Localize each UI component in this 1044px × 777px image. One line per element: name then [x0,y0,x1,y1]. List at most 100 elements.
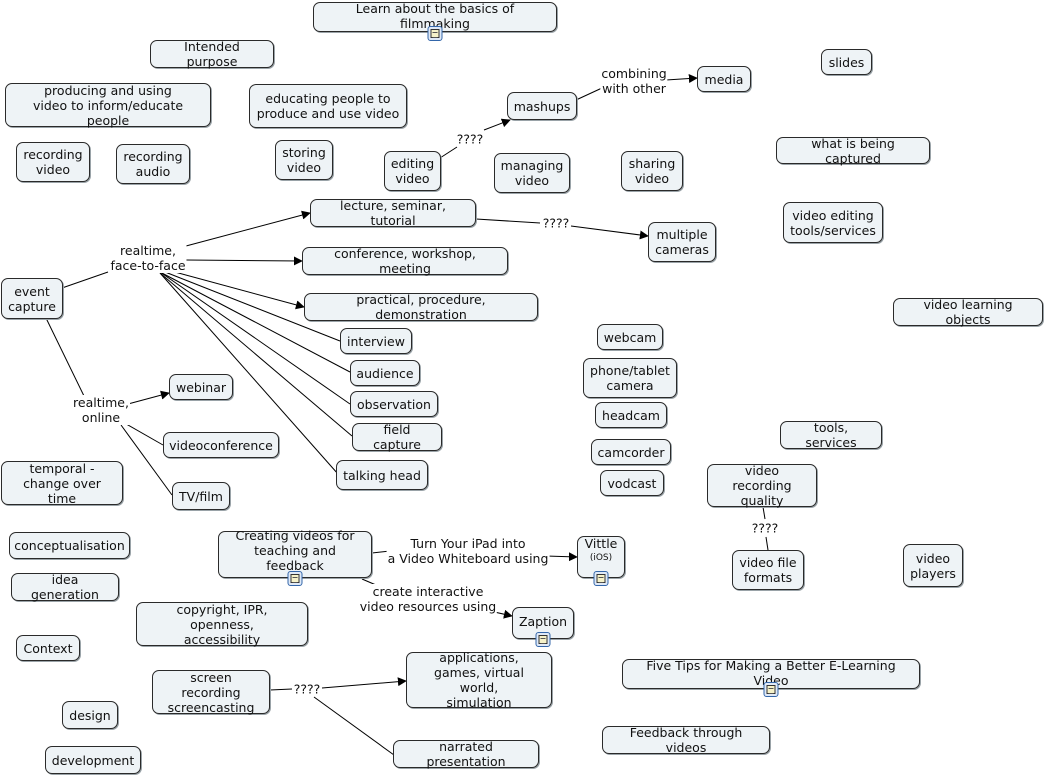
slides-node[interactable]: slides [821,49,872,75]
five-tips-node[interactable]: Five Tips for Making a Better E-Learning… [622,658,920,689]
vittle-node[interactable]: Vittle (iOS) [577,536,625,578]
practical-procedure-demonstration-node[interactable]: practical, procedure, demonstration [304,292,538,322]
node-label: video players [910,550,956,581]
node-label: webinar [175,379,227,395]
mashups-node[interactable]: mashups [507,92,577,120]
observation-node[interactable]: observation [350,391,438,417]
link-label-realtime-online: realtime, online [72,395,130,425]
narrated-presentation-node[interactable]: narrated presentation [393,739,539,769]
link-label-combining-with-other: combining with other [600,66,668,96]
recording-video-node[interactable]: recording video [16,142,90,182]
temporal-change-node[interactable]: temporal - change over time [1,461,123,506]
node-label: talking head [343,467,421,483]
node-label: observation [357,396,431,412]
audience-node[interactable]: audience [350,360,420,386]
phone-tablet-camera-node[interactable]: phone/tablet camera [583,358,677,398]
context-node[interactable]: Context [16,635,80,661]
interview-node[interactable]: interview [340,328,412,354]
video-learning-objects-node[interactable]: video learning objects [893,297,1043,327]
node-label: Vittle [584,536,618,551]
copyright-ipr-node[interactable]: copyright, IPR, openness, accessibility [136,602,308,647]
link-label-unknown-screen: ???? [292,681,322,697]
node-label: video file formats [739,555,797,585]
video-recording-quality-node[interactable]: video recording quality [707,463,817,508]
node-label: sharing video [628,156,676,186]
node-label: video recording quality [732,463,792,508]
development-node[interactable]: development [45,746,141,774]
node-label: Zaption [518,613,568,629]
media-node[interactable]: media [697,66,751,92]
node-label: field capture [373,422,421,452]
producing-using-video-node[interactable]: producing and using video to inform/educ… [5,83,211,128]
link-label-turn-ipad: Turn Your iPad into a Video Whiteboard u… [386,536,550,566]
editing-video-node[interactable]: editing video [384,151,441,191]
node-label: editing video [390,156,435,186]
camcorder-node[interactable]: camcorder [591,439,671,465]
node-label: camcorder [597,444,665,460]
node-label: Intended purpose [184,39,240,69]
node-label: educating people to produce and use vide… [256,91,400,121]
node-label: video editing tools/services [790,207,876,238]
resource-document-icon[interactable] [535,632,551,647]
link-label-unknown-lecture: ???? [541,215,571,231]
webcam-node[interactable]: webcam [597,324,663,350]
link-label-unknown-editing: ???? [455,131,485,147]
node-label: managing video [500,158,564,188]
sharing-video-node[interactable]: sharing video [621,151,683,191]
recording-audio-node[interactable]: recording audio [116,144,190,184]
video-editing-tools-node[interactable]: video editing tools/services [783,202,883,243]
conceptualisation-node[interactable]: conceptualisation [9,532,130,559]
webinar-node[interactable]: webinar [169,374,233,400]
resource-document-icon[interactable] [287,571,303,586]
node-label: Context [23,640,73,656]
headcam-node[interactable]: headcam [595,402,667,428]
tv-film-node[interactable]: TV/film [172,482,230,510]
node-label: Five Tips for Making a Better E-Learning… [646,658,896,688]
node-label: multiple cameras [655,227,709,257]
videoconference-node[interactable]: videoconference [163,432,279,458]
tools-services-node[interactable]: tools, services [780,420,882,450]
vodcast-node[interactable]: vodcast [600,470,664,496]
node-label: phone/tablet camera [590,363,670,393]
node-label: applications, games, virtual world, simu… [434,650,524,710]
conference-workshop-meeting-node[interactable]: conference, workshop, meeting [302,246,508,276]
educating-people-node[interactable]: educating people to produce and use vide… [249,84,407,128]
node-label: webcam [603,329,657,345]
event-capture-node[interactable]: event capture [1,278,63,319]
resource-document-icon[interactable] [763,682,779,697]
resource-document-icon[interactable] [593,571,609,586]
storing-video-node[interactable]: storing video [275,140,333,180]
multiple-cameras-node[interactable]: multiple cameras [648,222,716,262]
managing-video-node[interactable]: managing video [494,153,570,193]
node-label: videoconference [169,437,273,453]
node-label: lecture, seminar, tutorial [340,198,446,228]
node-label: storing video [282,145,326,175]
screen-recording-node[interactable]: screen recording screencasting [152,669,270,715]
video-players-node[interactable]: video players [903,544,963,587]
what-is-being-captured-node[interactable]: what is being captured [776,135,930,166]
node-label: Creating videos for teaching and feedbac… [235,528,355,573]
node-label: what is being captured [811,135,895,166]
video-file-formats-node[interactable]: video file formats [732,550,804,590]
idea-generation-node[interactable]: idea generation [11,572,119,602]
resource-document-icon[interactable] [427,26,443,41]
field-capture-node[interactable]: field capture [352,422,442,452]
link-label-realtime-face-to-face: realtime, face-to-face [109,243,187,273]
creating-videos-node[interactable]: Creating videos for teaching and feedbac… [218,528,372,578]
node-label: design [69,707,111,723]
node-label: interview [347,333,405,349]
lecture-seminar-tutorial-node[interactable]: lecture, seminar, tutorial [310,198,476,228]
applications-games-node[interactable]: applications, games, virtual world, simu… [406,650,552,710]
intended-purpose-node[interactable]: Intended purpose [150,39,274,69]
talking-head-node[interactable]: talking head [336,460,428,490]
node-label: mashups [513,98,571,114]
node-label: recording audio [123,149,183,179]
design-node[interactable]: design [62,701,118,729]
learn-basics-filmmaking-node[interactable]: Learn about the basics of filmmaking [313,1,557,32]
node-sublabel: (iOS) [589,553,613,563]
node-label: practical, procedure, demonstration [356,292,486,322]
feedback-through-videos-node[interactable]: Feedback through videos [602,725,770,755]
node-label: screen recording screencasting [167,669,255,715]
node-label: Feedback through videos [629,725,743,755]
node-label: recording video [23,147,83,177]
